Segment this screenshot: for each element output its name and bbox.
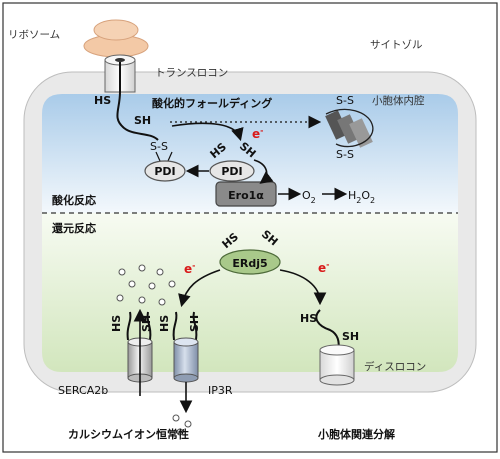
electron-right: e- bbox=[318, 260, 329, 275]
ip3r-label: IP3R bbox=[208, 384, 233, 397]
ero1-label: Ero1α bbox=[228, 189, 264, 202]
ip3r-channel bbox=[173, 337, 199, 383]
calcium-ions bbox=[116, 264, 192, 436]
oxidative-folding-label: 酸化的フォールディング bbox=[152, 96, 272, 110]
pdi-oxidized bbox=[144, 160, 186, 182]
ip3r-hs: HS bbox=[158, 315, 171, 332]
folded-ss-bottom: S-S bbox=[336, 148, 354, 161]
chain-sh-label: SH bbox=[134, 114, 151, 127]
serca-hs: HS bbox=[110, 315, 123, 332]
ribosome-label: リボソーム bbox=[8, 29, 60, 41]
nascent-chain bbox=[116, 91, 159, 141]
pdi-to-ero1-arrow bbox=[253, 159, 274, 184]
serca-sh: SH bbox=[140, 315, 153, 332]
oxidation-reaction-label: 酸化反応 bbox=[52, 193, 96, 207]
dislocon-icon bbox=[319, 344, 355, 386]
folded-protein-icon bbox=[325, 108, 374, 148]
pdi-oxidized-label: PDI bbox=[154, 165, 175, 178]
erad-substrate-chain bbox=[315, 309, 340, 353]
pdi-ox-ss-label: S-S bbox=[150, 140, 168, 153]
calcium-homeostasis-label: カルシウムイオン恒常性 bbox=[68, 427, 189, 441]
ip3r-sh: SH bbox=[188, 315, 201, 332]
pdi-ox-bond-right bbox=[167, 151, 173, 162]
translocon-label: トランスロコン bbox=[155, 67, 228, 79]
dislocon-label: ディスロコン bbox=[364, 360, 426, 373]
reduction-reaction-label: 還元反応 bbox=[52, 221, 96, 235]
erad-hs: HS bbox=[300, 312, 317, 325]
ero1-box bbox=[215, 181, 277, 207]
ip3r-chain-right bbox=[192, 311, 198, 341]
electron-top: e- bbox=[252, 126, 263, 141]
electron-transfer-arrow bbox=[171, 122, 244, 142]
serca-label: SERCA2b bbox=[58, 384, 108, 397]
o2-label: O2 bbox=[302, 189, 316, 205]
serca-chain-right bbox=[146, 311, 152, 341]
electron-left: e- bbox=[184, 261, 195, 276]
chain-hs-label: HS bbox=[94, 94, 111, 107]
lumen-reduction-zone bbox=[42, 213, 458, 372]
erad-label: 小胞体関連分解 bbox=[317, 427, 395, 441]
electron-to-dislocon-arrow bbox=[279, 269, 327, 306]
pdi-reduced-label: PDI bbox=[221, 165, 242, 178]
cytosol-label: サイトゾル bbox=[370, 39, 423, 51]
h2o2-label: H2O2 bbox=[348, 189, 375, 205]
translocon-icon bbox=[104, 54, 136, 93]
ip3r-chain-left bbox=[172, 311, 178, 341]
er-lumen-label: 小胞体内腔 bbox=[372, 94, 425, 107]
pdi-reduced bbox=[209, 160, 255, 182]
erad-sh: SH bbox=[342, 330, 359, 343]
erdj5-label: ERdj5 bbox=[232, 257, 267, 270]
serca-chain-left bbox=[126, 311, 132, 341]
electron-to-calcium-arrow bbox=[178, 269, 221, 308]
pdi-ox-bond-left bbox=[155, 151, 161, 162]
erdj5 bbox=[219, 249, 281, 275]
folded-ss-top: S-S bbox=[336, 94, 354, 107]
